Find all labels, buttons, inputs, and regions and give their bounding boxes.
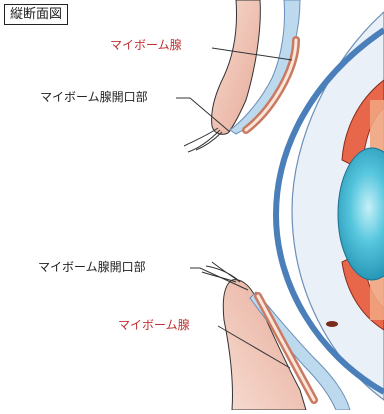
label-lower-meibomian-opening: マイボーム腺開口部 [38, 260, 146, 274]
label-upper-meibomian-opening: マイボーム腺開口部 [40, 90, 148, 104]
diagram-title: 縦断面図 [4, 4, 68, 25]
label-upper-meibomian-gland: マイボーム腺 [110, 38, 182, 52]
pigment-spot [326, 321, 338, 327]
label-lower-meibomian-gland: マイボーム腺 [118, 318, 190, 332]
